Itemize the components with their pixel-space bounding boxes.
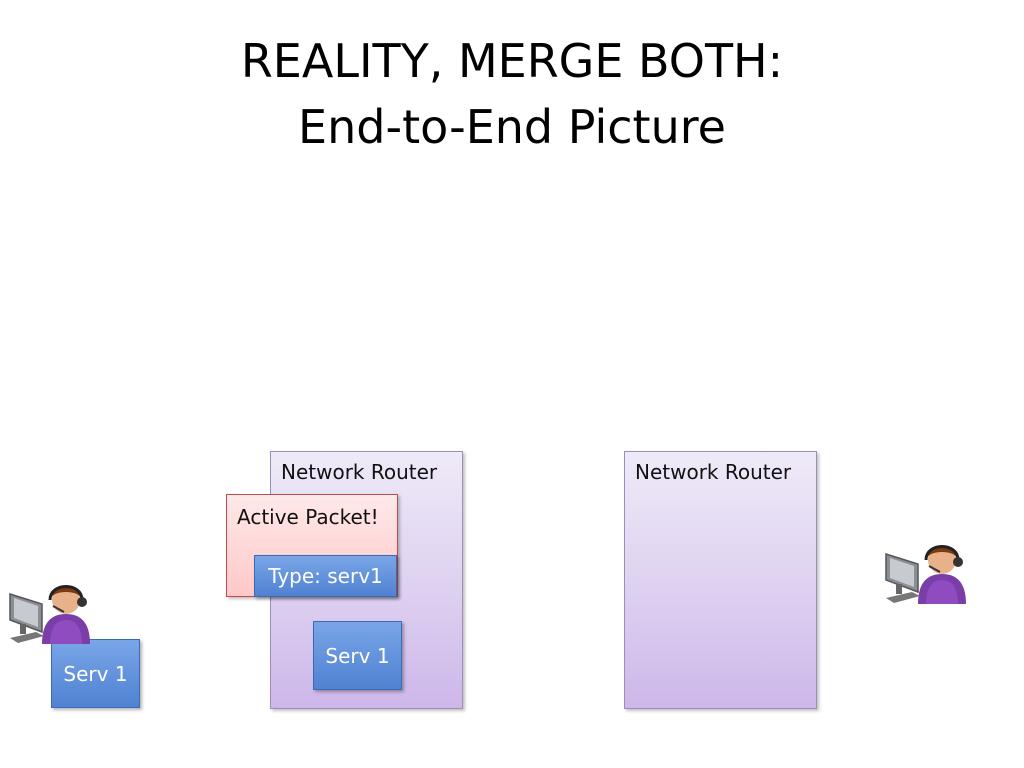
user-at-computer-icon xyxy=(9,585,90,644)
title-line-2: End-to-End Picture xyxy=(298,100,726,154)
active-packet-label: Active Packet! xyxy=(237,505,379,529)
title-line-1: REALITY, MERGE BOTH: xyxy=(240,34,784,88)
network-router-2: Network Router xyxy=(624,451,817,709)
router-1-label: Network Router xyxy=(281,460,438,484)
client-service-box: Serv 1 xyxy=(51,639,140,708)
router-2-label: Network Router xyxy=(635,460,792,484)
user-at-computer-icon xyxy=(885,545,966,604)
slide-title: REALITY, MERGE BOTH: End-to-End Picture xyxy=(0,28,1024,160)
router-service-box: Serv 1 xyxy=(313,621,402,690)
packet-type-tag: Type: serv1 xyxy=(254,555,397,597)
